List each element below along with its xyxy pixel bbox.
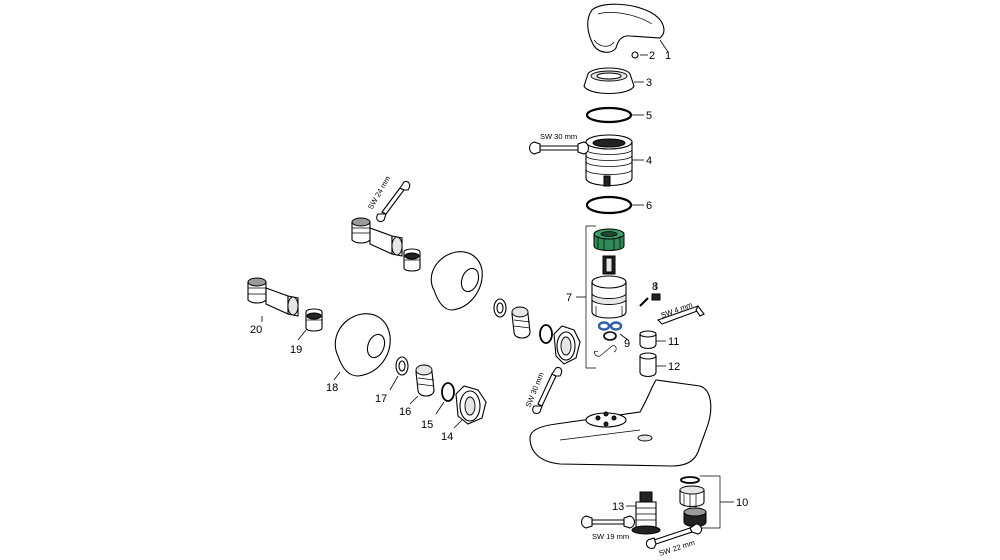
part-1-lever-handle: [587, 3, 665, 53]
s-connector-upper: [351, 217, 403, 257]
part-14-union-nut: [455, 385, 487, 425]
part-8-screw: [639, 293, 661, 307]
label-6: 6: [646, 200, 652, 212]
label-sw30-top: SW 30 mm: [540, 132, 577, 141]
label-sw19: SW 19 mm: [592, 532, 629, 541]
label-14: 14: [441, 431, 453, 443]
part-3-cover-ring: [583, 67, 635, 95]
wrench-icon-sw24: [376, 180, 411, 223]
union-nut-upper: [553, 325, 581, 365]
part-5-o-ring: [585, 106, 633, 124]
sleeve-upper: [403, 248, 421, 272]
label-19: 19: [290, 344, 302, 356]
part-9-seal-rings: [597, 321, 623, 341]
part-7-cartridge: [591, 255, 627, 319]
part-6-o-ring: [585, 195, 633, 215]
label-7: 7: [566, 292, 572, 304]
part-20-s-connector: [247, 277, 299, 317]
label-11: 11: [668, 336, 679, 348]
label-1: 1: [665, 50, 671, 62]
label-15: 15: [421, 419, 433, 431]
wrench-icon-sw30-top: [528, 141, 590, 155]
part-10-aerator-insert: [683, 507, 707, 527]
label-12: 12: [668, 361, 680, 373]
part-7-cartridge-nut: [593, 228, 625, 251]
washer-upper: [493, 298, 507, 318]
part-10-aerator-ring: [680, 476, 700, 484]
valve-upper: [511, 306, 531, 339]
label-13: 13: [612, 501, 624, 513]
part-15-o-ring: [441, 382, 455, 402]
o-ring-upper: [539, 324, 553, 344]
part-4-threaded-sleeve: [585, 134, 633, 187]
part-2-screw: [631, 51, 639, 59]
label-9: 9: [624, 338, 630, 350]
part-12-insert: [639, 352, 657, 378]
mixer-body: [529, 379, 712, 467]
wrench-icon-sw30-mid: [532, 366, 563, 415]
label-2: 2: [649, 50, 655, 62]
part-13-check-valve: [631, 491, 661, 535]
part-7-clip: [594, 345, 617, 357]
part-17-washer: [395, 356, 409, 376]
label-17: 17: [375, 393, 387, 405]
label-5: 5: [646, 110, 652, 122]
rosette-upper: [430, 251, 483, 311]
allen-key-icon-sw4: [656, 304, 705, 325]
label-16: 16: [399, 406, 411, 418]
label-20: 20: [250, 324, 262, 336]
label-8: 8: [652, 281, 658, 293]
wrench-icon-sw22: [645, 523, 703, 549]
label-4: 4: [646, 155, 652, 167]
part-11-cap: [639, 330, 657, 350]
part-10-aerator-housing: [679, 485, 705, 508]
label-10: 10: [736, 497, 748, 509]
part-16-valve: [415, 364, 435, 397]
part-19-sleeve: [305, 308, 323, 332]
label-18: 18: [326, 382, 338, 394]
wrench-icon-sw19: [580, 515, 636, 529]
part-18-rosette: [334, 313, 391, 377]
label-3: 3: [646, 77, 652, 89]
